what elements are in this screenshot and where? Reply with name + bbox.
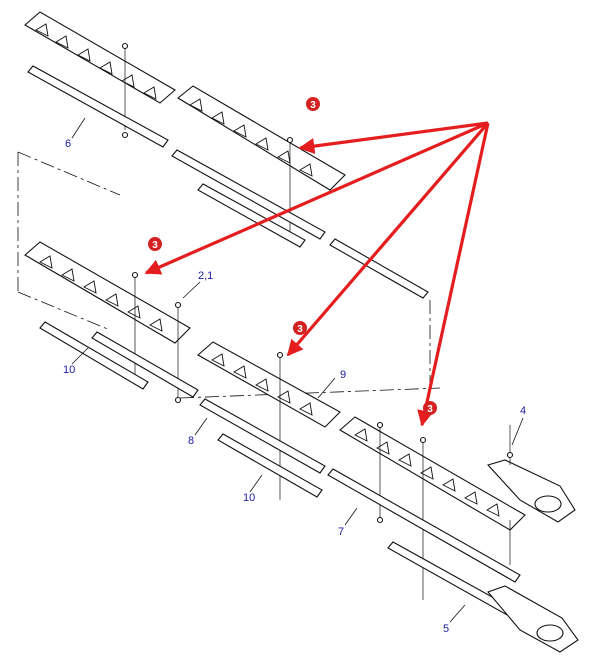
label-part-9: 9 xyxy=(340,369,346,381)
knife-head xyxy=(486,425,576,523)
callout-3-left: 3 xyxy=(148,237,162,251)
callout-3-center: 3 xyxy=(293,321,307,335)
back-bars-lower xyxy=(327,468,531,626)
callout-text: 3 xyxy=(310,100,316,111)
knife-section-lower-right xyxy=(339,416,526,600)
knife-section-center xyxy=(197,341,341,500)
callout-text: 3 xyxy=(297,324,303,335)
label-part-5: 5 xyxy=(443,623,449,635)
dashed-boundary xyxy=(17,151,441,399)
back-bars-middle-left xyxy=(39,321,199,398)
bolts xyxy=(121,42,514,524)
label-part-6: 6 xyxy=(65,138,71,150)
back-bars-top xyxy=(27,65,429,299)
callout-3-right: 3 xyxy=(423,401,437,415)
leader-lines xyxy=(71,117,524,623)
label-part-10-left: 10 xyxy=(63,364,75,376)
label-part-2-1: 2,1 xyxy=(198,270,213,282)
callout-text: 3 xyxy=(152,240,158,251)
label-part-8: 8 xyxy=(188,435,194,447)
back-bars-center xyxy=(199,398,326,498)
knife-section-top xyxy=(24,11,346,240)
knife-section-middle-left xyxy=(24,241,191,400)
callout-3-top: 3 xyxy=(306,97,320,111)
drive-arm xyxy=(487,585,579,653)
label-part-10-center: 10 xyxy=(243,492,255,504)
label-part-7: 7 xyxy=(338,526,344,538)
red-arrows xyxy=(144,121,490,427)
label-part-4: 4 xyxy=(520,405,526,417)
callout-text: 3 xyxy=(427,404,433,415)
